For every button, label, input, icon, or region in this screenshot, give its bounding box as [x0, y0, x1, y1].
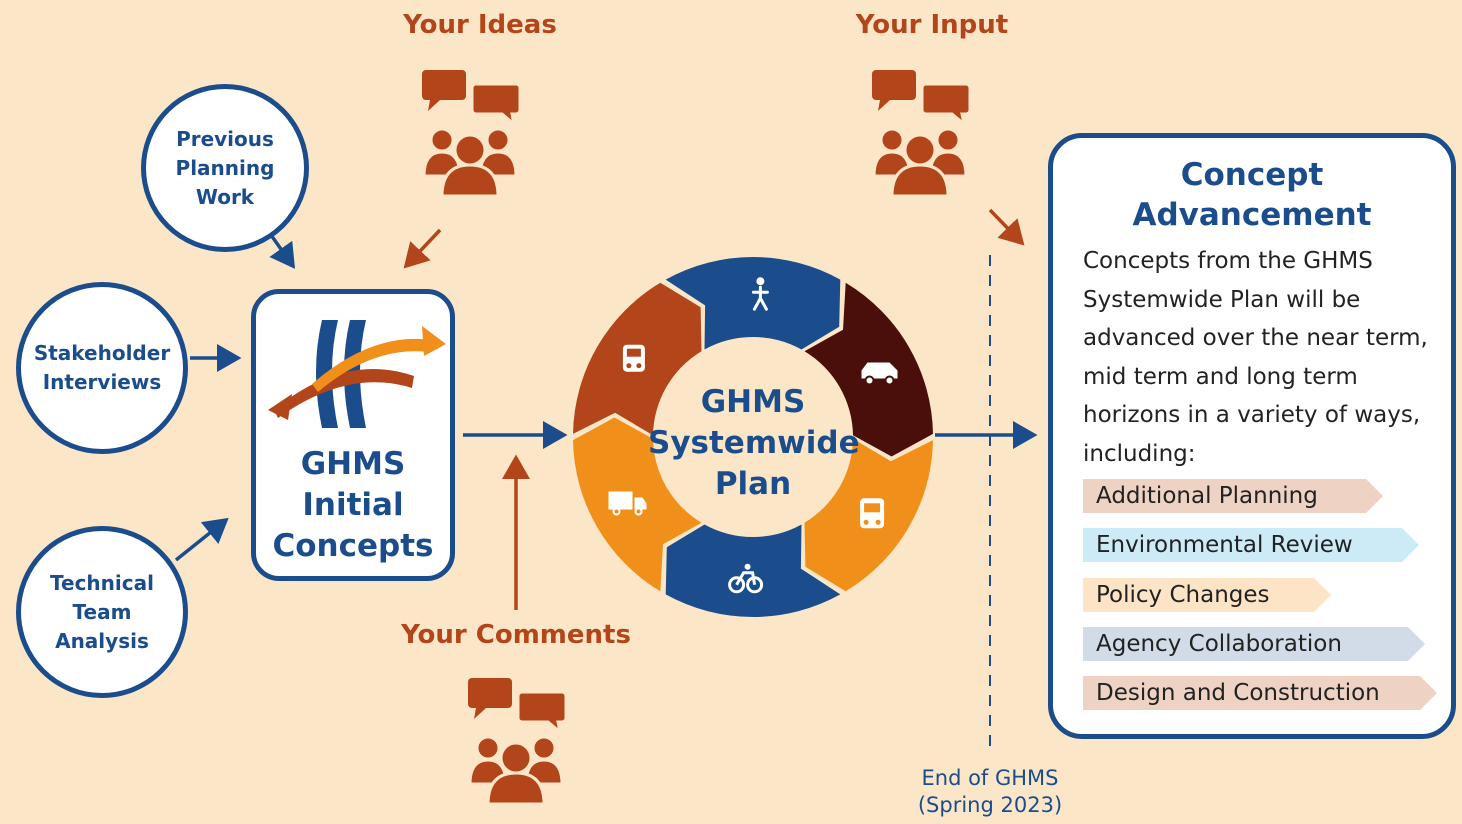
arrow-ideas-to-initial — [403, 228, 442, 269]
systemwide-plan-title: GHMS Systemwide Plan — [648, 384, 860, 502]
concept-advancement-description: Concepts from the GHMS Systemwide Plan w… — [1083, 248, 1428, 467]
your-comments-label: Your Comments — [401, 620, 631, 650]
people-speech-icon — [422, 70, 520, 196]
car-icon — [861, 362, 898, 386]
source-label: Previous Planning Work — [175, 126, 275, 209]
source-previous-planning: Previous Planning Work — [141, 84, 309, 252]
bicycle-icon — [728, 563, 764, 594]
concept-advancement-panel: Concept Advancement Concepts from the GH… — [1048, 133, 1456, 739]
initial-concepts-box: GHMS Initial Concepts — [251, 289, 455, 581]
advancement-item: Design and Construction — [1083, 676, 1437, 710]
freight-truck-icon — [608, 491, 647, 516]
your-ideas-label: Your Ideas — [403, 10, 557, 40]
initial-concepts-title: GHMS Initial Concepts — [272, 446, 434, 564]
source-label: Technical Team Analysis — [50, 570, 154, 653]
people-speech-icon — [468, 678, 566, 804]
advancement-item: Additional Planning — [1083, 479, 1383, 513]
systemwide-plan-ring — [573, 257, 933, 617]
advancement-item: Agency Collaboration — [1083, 627, 1425, 661]
source-label: Stakeholder Interviews — [33, 341, 171, 394]
bus-icon — [860, 498, 885, 529]
source-stakeholder-interviews: Stakeholder Interviews — [16, 282, 188, 454]
your-input-label: Your Input — [855, 10, 1009, 40]
advancement-item: Policy Changes — [1083, 578, 1331, 612]
train-icon — [622, 344, 645, 372]
advancement-item: Environmental Review — [1083, 528, 1419, 562]
end-of-ghms-label: End of GHMS (Spring 2023) — [917, 766, 1063, 817]
ring-segment — [665, 257, 841, 350]
arrow-input-to-advancement — [988, 208, 1025, 246]
ghms-logo-icon — [268, 320, 446, 428]
people-speech-icon — [872, 70, 970, 196]
source-technical-analysis: Technical Team Analysis — [16, 526, 188, 698]
ring-segment — [665, 524, 841, 617]
concept-advancement-title: Concept Advancement — [1132, 157, 1372, 233]
pedestrian-icon — [751, 277, 769, 311]
arrow-technical-to-initial — [174, 517, 229, 562]
